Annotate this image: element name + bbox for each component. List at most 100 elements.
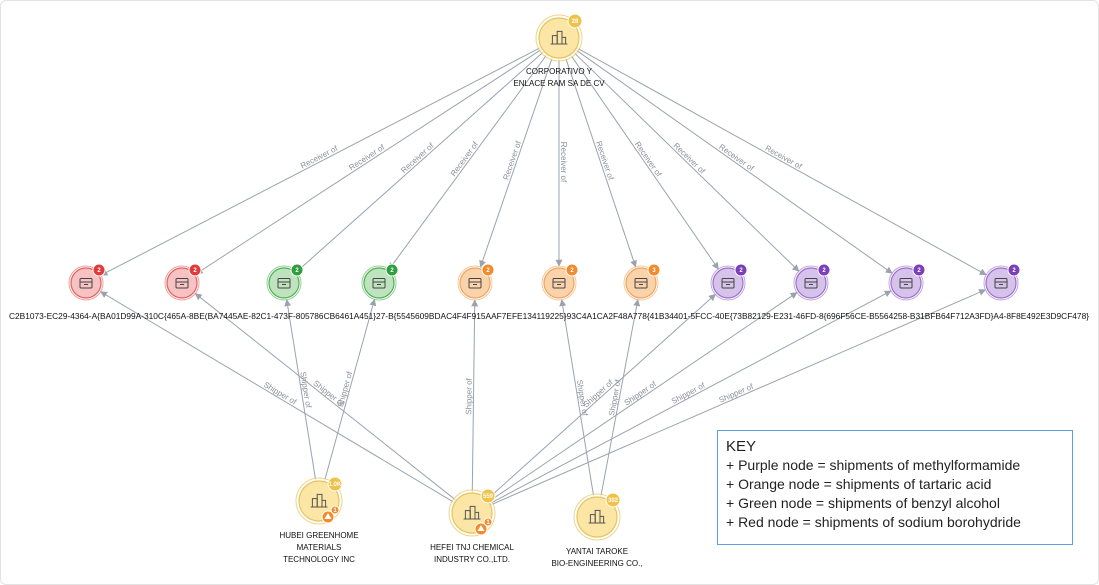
receiver-edge-c_top-s3[interactable] (296, 50, 545, 273)
package-icon (468, 278, 482, 289)
key-title: KEY (726, 438, 757, 455)
shipper-edge-c_yantai-s7[interactable] (600, 299, 641, 498)
shipment-node-red[interactable]: 2 (68, 263, 106, 301)
edges-layer (100, 46, 987, 506)
shipment-count-badge: 2 (92, 263, 106, 277)
receiver-edge-label: Receiver of (717, 142, 756, 173)
shipment-node-green[interactable]: 2 (361, 263, 399, 301)
receiver-edge-label: Receiver of (559, 142, 568, 183)
receiver-edge-label: Receiver of (399, 141, 436, 175)
receiver-edge-label: Receiver of (633, 140, 664, 179)
receiver-edge-c_top-s11[interactable] (576, 47, 987, 276)
company-count-badge: 302 (605, 492, 621, 508)
svg-text:2: 2 (97, 268, 101, 274)
svg-text:1: 1 (333, 508, 337, 514)
receiver-edge-c_top-s10[interactable] (575, 49, 893, 274)
company-label: TECHNOLOGY INC (283, 555, 355, 564)
company-label: YANTAI TAROKE (566, 547, 628, 556)
company-count-badge: 28 (567, 13, 583, 29)
shipment-count-badge: 2 (565, 263, 579, 277)
package-icon (994, 278, 1008, 289)
shipment-node-orange[interactable]: 2 (457, 263, 495, 301)
svg-text:3: 3 (652, 268, 656, 274)
shipment-count-badge: 2 (817, 263, 831, 277)
receiver-edge-c_top-s1[interactable] (100, 46, 542, 276)
company-label: HUBEI GREENHOME (279, 531, 358, 540)
building-icon (588, 509, 606, 524)
svg-text:2: 2 (295, 268, 299, 274)
shipment-node-purple[interactable]: 2 (793, 263, 831, 301)
shipment-node-purple[interactable]: 2 (710, 263, 748, 301)
svg-text:2: 2 (739, 268, 743, 274)
shipper-edge-label: Shipper of (670, 380, 707, 405)
shipper-edge-label: Shipper of (718, 382, 756, 405)
shipper-edge-c_hefei-s11[interactable] (490, 289, 987, 506)
receiver-edge-label: Receiver of (299, 144, 340, 171)
shipper-edge-c_yantai-s6[interactable] (559, 299, 595, 498)
svg-text:559: 559 (483, 494, 494, 500)
shipper-edge-c_hefei-s10[interactable] (489, 290, 892, 505)
shipment-node-red[interactable]: 2 (164, 263, 202, 301)
receiver-edge-c_top-s8[interactable] (569, 54, 719, 270)
svg-text:2: 2 (486, 268, 490, 274)
shipment-node-purple[interactable]: 2 (888, 263, 926, 301)
key-line-orange: + Orange node = shipments of tartaric ac… (726, 476, 992, 492)
building-icon (550, 30, 568, 45)
shipper-edge-c_hefei-s5[interactable] (471, 299, 479, 494)
company-label: ENLACE RAM SA DE CV (513, 79, 605, 88)
svg-text:1.0K: 1.0K (329, 482, 342, 488)
warning-count-badge: 1 (483, 517, 493, 527)
shipment-node-orange[interactable]: 3 (623, 263, 661, 301)
shipment-count-badge: 2 (481, 263, 495, 277)
shipment-count-badge: 2 (290, 263, 304, 277)
svg-text:302: 302 (608, 498, 619, 504)
shipment-id-labels: C2B1073-EC29-4364-A{BA01D99A-310C{465A-8… (9, 312, 1089, 321)
shipment-count-badge: 2 (912, 263, 926, 277)
svg-text:2: 2 (822, 268, 826, 274)
package-icon (372, 278, 386, 289)
warning-icon (321, 510, 335, 524)
shipper-edge-c_hefei-s9[interactable] (488, 292, 798, 503)
receiver-edge-label: Receiver of (347, 142, 386, 172)
svg-text:2: 2 (1012, 268, 1016, 274)
shipper-edge-c_hubei-s3[interactable] (284, 299, 317, 482)
receiver-edge-c_top-s2[interactable] (195, 48, 543, 275)
company-label: HEFEI TNJ CHEMICAL (430, 543, 514, 552)
svg-text:28: 28 (572, 19, 579, 25)
receiver-edge-c_top-s7[interactable] (564, 56, 637, 268)
key-line-green: + Green node = shipments of benzyl alcoh… (726, 495, 1000, 511)
company-label: INDUSTRY CO.,LTD. (434, 555, 510, 564)
key-line-red: + Red node = shipments of sodium borohyd… (726, 514, 1021, 530)
receiver-edge-c_top-s5[interactable] (479, 56, 553, 268)
legend-key: KEY + Purple node = shipments of methylf… (717, 430, 1073, 545)
receiver-edge-label: Receiver of (764, 144, 804, 172)
warning-count-badge: 1 (330, 505, 340, 515)
shipper-edge-label: Shipper of (464, 377, 473, 414)
receiver-edge-c_top-s4[interactable] (388, 53, 548, 270)
shipper-edge-c_hubei-s4[interactable] (323, 298, 377, 482)
svg-text:2: 2 (570, 268, 574, 274)
shipment-count-badge: 2 (385, 263, 399, 277)
nodes-layer[interactable]: 2 2 2 2 2 2 3 2 2 2 2C2B1073-EC29-4364-A{BA01D99A-… (9, 13, 1089, 568)
warning-icon (474, 522, 488, 536)
shipper-edge-c_hefei-s2[interactable] (194, 293, 457, 501)
shipment-node-green[interactable]: 2 (266, 263, 304, 301)
shipment-count-badge: 2 (188, 263, 202, 277)
shipper-edge-c_hefei-s1[interactable] (100, 291, 456, 504)
package-icon (79, 278, 93, 289)
shipment-node-orange[interactable]: 2 (541, 263, 579, 301)
shipment-count-badge: 3 (647, 263, 661, 277)
shipper-edge-c_hefei-s8[interactable] (486, 293, 716, 501)
package-icon (634, 278, 648, 289)
receiver-edge-c_top-s9[interactable] (572, 51, 800, 272)
receiver-edge-label: Receiver of (449, 139, 481, 178)
shipper-edge-label: Shipper of (298, 371, 313, 409)
svg-text:2: 2 (917, 268, 921, 274)
shipment-node-purple[interactable]: 2 (983, 263, 1021, 301)
